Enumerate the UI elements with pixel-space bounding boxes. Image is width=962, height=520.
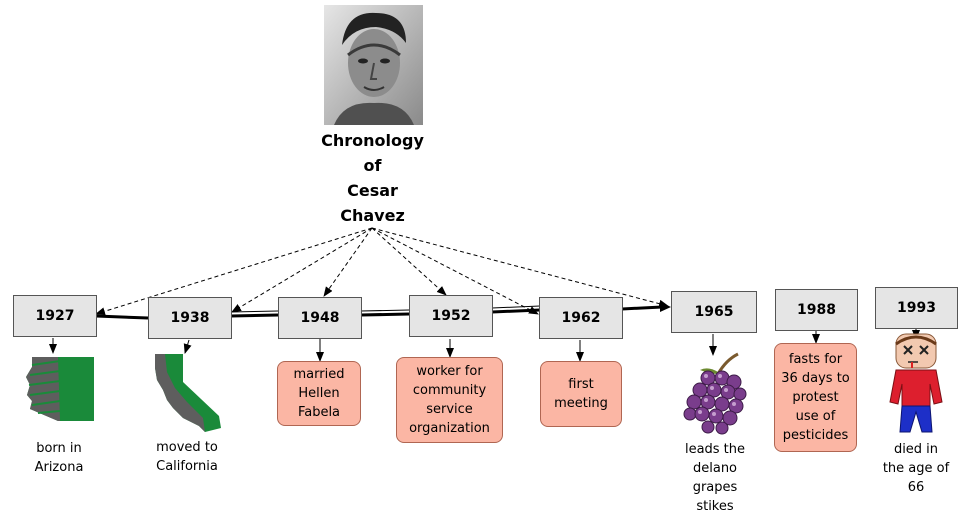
event-box-1988[interactable]: fasts for 36 days to protest use of pest… <box>774 343 857 452</box>
year-box-1948[interactable]: 1948 <box>278 297 362 339</box>
year-box-1927[interactable]: 1927 <box>13 295 97 337</box>
caption-1965: leads the delano grapes stikes <box>684 442 746 514</box>
link-1927-1938 <box>95 314 149 320</box>
link-title-1965 <box>371 227 669 308</box>
chain-arrowhead <box>660 302 671 312</box>
link-title-1948 <box>323 227 373 297</box>
title-line-2: of <box>363 156 382 175</box>
year-box-1962[interactable]: 1962 <box>539 297 623 339</box>
caption-1927: born in Arizona <box>34 441 84 475</box>
grapes <box>683 352 747 435</box>
caption-1938: moved to California <box>156 440 218 474</box>
link-title-1962 <box>371 227 539 315</box>
link-1938-1948 <box>230 313 279 318</box>
title-line-4: Chavez <box>340 206 405 225</box>
link-1962-1965 <box>621 305 663 311</box>
year-box-1988[interactable]: 1988 <box>775 289 858 331</box>
title-line-3: Cesar <box>347 181 398 200</box>
year-box-1965[interactable]: 1965 <box>671 291 757 333</box>
arizona-map <box>26 357 94 421</box>
cesar-chavez-portrait <box>324 5 423 125</box>
event-box-1952[interactable]: worker for community service organizatio… <box>396 357 503 443</box>
year-box-1993[interactable]: 1993 <box>875 287 958 329</box>
event-box-1962[interactable]: first meeting <box>540 361 622 427</box>
year-box-1952[interactable]: 1952 <box>409 295 493 337</box>
california-map <box>155 354 221 432</box>
event-box-1948[interactable]: married Hellen Fabela <box>277 361 361 426</box>
link-1938-event <box>183 339 192 354</box>
title-line-1: Chronology <box>321 131 424 150</box>
link-title-1927 <box>95 227 373 316</box>
link-1952-1962 <box>491 308 541 314</box>
caption-1993: died in the age of 66 <box>882 442 950 495</box>
link-1948-1952 <box>360 312 410 317</box>
link-title-1952 <box>371 227 447 296</box>
dead-person <box>889 333 943 433</box>
link-title-1938 <box>231 227 373 313</box>
year-box-1938[interactable]: 1938 <box>148 297 232 339</box>
